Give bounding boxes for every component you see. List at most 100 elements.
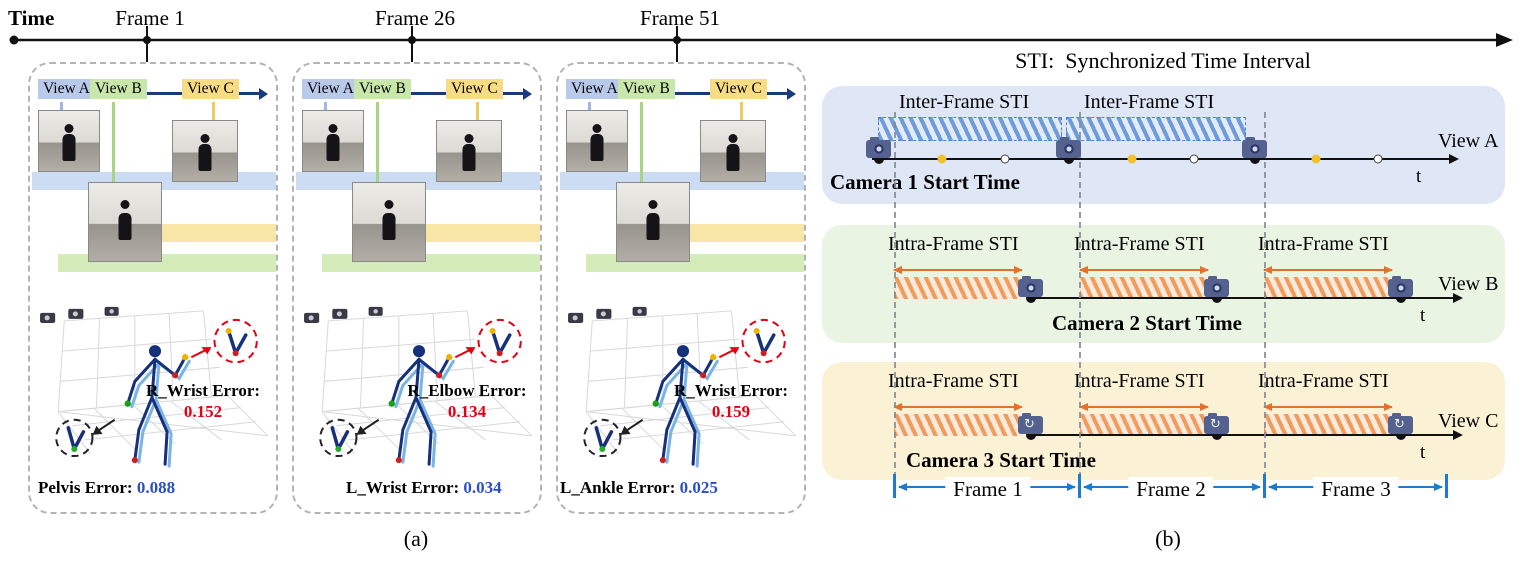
shutter-camera-icon: [1388, 412, 1413, 434]
view-b-stem: [376, 102, 379, 184]
global-time-axis: [9, 26, 1513, 62]
view-c-stem: [476, 102, 479, 122]
frame-2-bracket-label: Frame 2: [1128, 477, 1214, 502]
intra-frame-sti-label: Intra-Frame STI: [1074, 233, 1205, 255]
subframe-dot: [1189, 154, 1199, 164]
frame-3-bracket-label: Frame 3: [1313, 477, 1399, 502]
error-value: 0.025: [679, 478, 718, 497]
view-a-photo: [302, 110, 364, 172]
view-c-photo: [700, 120, 766, 182]
intra-frame-sti-label: Intra-Frame STI: [1258, 370, 1389, 392]
t-axis-label: t: [1420, 305, 1426, 326]
frame-panel-1: View A View B View C R_Wrist Error: 0.15…: [28, 62, 278, 514]
view-b-stem: [640, 102, 643, 184]
view-b-time-axis: [1030, 293, 1463, 303]
view-a-time-axis: [872, 154, 1459, 164]
camera-icon: [1056, 136, 1081, 158]
intra-frame-sti-band: [894, 414, 1022, 436]
view-c-time-axis: [1030, 430, 1463, 440]
frame-boundary-guide: [894, 112, 896, 478]
shutter-camera-icon: [1204, 412, 1229, 434]
view-a-stem: [60, 102, 63, 114]
view-c-tag: View C: [182, 79, 239, 99]
error-label: R_Elbow Error:: [407, 381, 527, 400]
intra-sti-extent-arrow: [1079, 265, 1209, 274]
view-c-tag: View C: [710, 79, 767, 99]
low-error-annotation: L_Wrist Error: 0.034: [346, 478, 502, 498]
frame-bracket-tick: [1445, 474, 1448, 498]
error-value: 0.034: [463, 478, 502, 497]
frame-tick-51: Frame 51: [640, 6, 720, 30]
high-error-annotation: R_Wrist Error: 0.152: [140, 380, 266, 423]
t-axis-label: t: [1416, 166, 1422, 187]
camera-3-start-time: Camera 3 Start Time: [906, 448, 1096, 472]
camera-icon: [1018, 275, 1043, 297]
frame-panel-51: View A View B View C R_Wrist Error: 0.15…: [556, 62, 806, 514]
inter-frame-sti-band: [878, 117, 1062, 141]
frame-boundary-guide: [1079, 112, 1081, 478]
frame-start-dot: [1026, 293, 1036, 303]
views-arrow: [38, 87, 268, 100]
subframe-dot: [937, 154, 947, 164]
views-arrow: [566, 87, 796, 100]
high-error-annotation: R_Wrist Error: 0.159: [668, 380, 794, 423]
intra-frame-sti-label: Intra-Frame STI: [1074, 370, 1205, 392]
subframe-dot: [1373, 154, 1383, 164]
view-c-sync-row: Intra-Frame STI Intra-Frame STI Intra-Fr…: [822, 362, 1505, 480]
subframe-dot: [1127, 154, 1137, 164]
sti-legend-title: STI: Synchronized Time Interval: [1015, 48, 1311, 73]
frame-1-bracket-label: Frame 1: [945, 477, 1031, 502]
error-label: L_Ankle Error:: [560, 478, 676, 497]
view-c-photo: [436, 120, 502, 182]
view-c-stem: [212, 102, 215, 122]
view-a-sync-row: Inter-Frame STI Inter-Frame STI Camera 1…: [822, 86, 1505, 204]
view-b-photo: [352, 182, 426, 262]
caption-a: (a): [403, 526, 429, 551]
error-value: 0.088: [136, 478, 176, 497]
frame-boundary-guide: [1264, 112, 1266, 478]
time-axis-title: Time: [8, 6, 55, 30]
camera-icon: [866, 136, 891, 158]
frame-tick-26: Frame 26: [375, 6, 455, 30]
view-b-stem: [112, 102, 115, 184]
frame-start-dot: [1026, 430, 1036, 440]
frame-start-dot: [1212, 293, 1222, 303]
view-a-axis-label: View A: [1438, 130, 1499, 152]
intra-frame-sti-band: [1080, 277, 1208, 299]
shutter-camera-icon: [1018, 412, 1043, 434]
view-a-stem: [324, 102, 327, 114]
frame-tick-1: Frame 1: [115, 6, 185, 30]
subframe-dot: [1000, 154, 1010, 164]
intra-sti-extent-arrow: [1079, 402, 1209, 411]
view-b-photo: [88, 182, 162, 262]
view-a-photo: [38, 110, 100, 172]
error-label: Pelvis Error:: [38, 478, 133, 497]
intra-frame-sti-label: Intra-Frame STI: [1258, 233, 1389, 255]
camera-icon: [1388, 275, 1413, 297]
intra-frame-sti-label: Intra-Frame STI: [888, 233, 1019, 255]
view-a-photo: [566, 110, 628, 172]
intra-sti-extent-arrow: [1263, 402, 1393, 411]
caption-b: (b): [1155, 526, 1181, 551]
frame-start-dot: [874, 154, 884, 164]
view-b-tag: View B: [90, 79, 147, 99]
intra-frame-sti-band: [894, 277, 1022, 299]
error-value: 0.152: [183, 402, 223, 422]
intra-frame-sti-band: [1264, 277, 1392, 299]
frame-start-dot: [1212, 430, 1222, 440]
frame-start-dot: [1064, 154, 1074, 164]
view-c-photo: [172, 120, 238, 182]
view-a-stem: [588, 102, 591, 114]
view-b-sync-row: Intra-Frame STI Intra-Frame STI Intra-Fr…: [822, 225, 1505, 343]
intra-sti-extent-arrow: [1263, 265, 1393, 274]
view-a-tag: View A: [302, 79, 359, 99]
camera-icon: [1242, 136, 1267, 158]
inter-frame-sti-label: Inter-Frame STI: [899, 91, 1030, 113]
frame-bracket-tick: [1078, 474, 1081, 498]
subframe-dot: [1311, 154, 1321, 164]
camera-1-start-time: Camera 1 Start Time: [830, 170, 1020, 194]
inter-frame-sti-band: [1066, 117, 1246, 141]
intra-sti-extent-arrow: [893, 402, 1023, 411]
frame-bracket-tick: [1263, 474, 1266, 498]
